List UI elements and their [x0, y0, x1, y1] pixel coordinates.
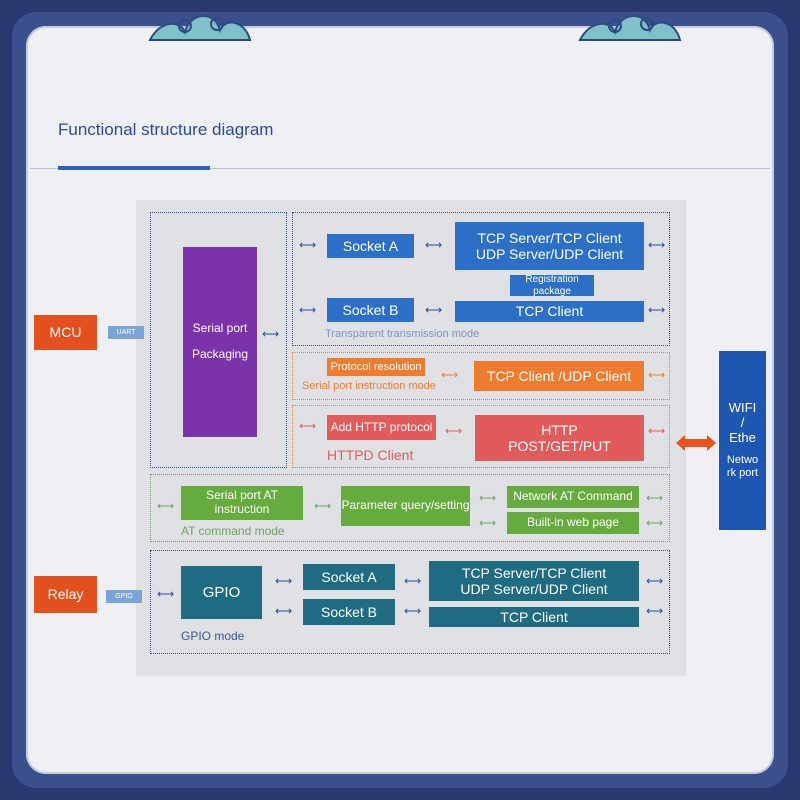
http-methods-box: HTTP POST/GET/PUT	[475, 415, 644, 461]
arrow-icon: ⟷	[299, 419, 317, 433]
arrow-icon: ⟷	[648, 303, 666, 317]
page-title: Functional structure diagram	[58, 120, 274, 139]
client-box: TCP Client /UDP Client	[474, 361, 644, 391]
arrow-icon: ⟷	[404, 574, 422, 588]
arrow-icon: ⟷	[646, 574, 664, 588]
gpio-tag: GPIO	[106, 590, 142, 603]
gpio-group	[150, 550, 670, 654]
registration-box: Registration package	[510, 274, 594, 297]
gpio-server-box: TCP Server/TCP Client UDP Server/UDP Cli…	[429, 561, 639, 601]
arrow-icon: ⟷	[648, 238, 666, 252]
gpio-server-line-1: TCP Server/TCP Client	[461, 564, 607, 581]
serial-line-2: Packaging	[191, 347, 249, 361]
serial-group	[150, 212, 287, 468]
uart-tag: UART	[108, 326, 144, 339]
arrow-icon: ⟷	[646, 516, 664, 530]
arrow-icon: ⟷	[299, 238, 317, 252]
arrow-icon: ⟷	[648, 368, 666, 382]
wifi-line-5: rk port	[726, 466, 759, 479]
gpio-socket-b-box: Socket B	[303, 599, 395, 625]
arrow-icon: ⟷	[275, 604, 293, 618]
arrow-icon: ⟷	[441, 368, 459, 382]
add-http-box: Add HTTP protocol	[327, 415, 436, 440]
mcu-box: MCU	[34, 315, 97, 350]
gpio-box: GPIO	[181, 566, 262, 619]
double-arrow-icon	[676, 434, 716, 452]
arrow-icon: ⟷	[425, 238, 443, 252]
wifi-line-1: WIFI	[728, 400, 757, 416]
tcp-client-box: TCP Client	[455, 301, 644, 322]
wifi-line-2: /	[740, 415, 745, 431]
arrow-icon: ⟷	[648, 424, 666, 438]
arrow-icon: ⟷	[404, 604, 422, 618]
wifi-line-4: Netwo	[726, 454, 759, 467]
arrow-icon: ⟷	[425, 303, 443, 317]
socket-a-box: Socket A	[327, 234, 414, 258]
serial-packaging-box: Serial port Packaging	[183, 247, 257, 437]
server-line-1: TCP Server/TCP Client	[477, 229, 622, 246]
wifi-ethernet-box: WIFI / Ethe Netwo rk port	[719, 351, 766, 530]
arrow-icon: ⟷	[299, 303, 317, 317]
param-box: Parameter query/setting	[341, 486, 470, 526]
arrow-icon: ⟷	[262, 327, 280, 341]
arrow-icon: ⟷	[157, 587, 175, 601]
title-divider	[30, 168, 770, 169]
relay-box: Relay	[34, 576, 97, 613]
serial-at-box: Serial port AT instruction	[181, 486, 303, 520]
serial-line-1: Serial port	[192, 321, 248, 336]
server-line-2: UDP Server/UDP Client	[475, 246, 624, 262]
http-line-1: HTTP	[541, 421, 578, 438]
arrow-icon: ⟷	[275, 574, 293, 588]
http-line-2: POST/GET/PUT	[508, 438, 611, 454]
arrow-icon: ⟷	[479, 491, 497, 505]
arrow-icon: ⟷	[479, 516, 497, 530]
transparent-group	[292, 212, 670, 346]
gpio-server-line-2: UDP Server/UDP Client	[460, 581, 608, 597]
gpio-socket-a-box: Socket A	[303, 564, 395, 590]
httpd-mode-label: HTTPD Client	[327, 447, 414, 463]
arrow-icon: ⟷	[314, 499, 332, 513]
instruction-mode-label: Serial port instruction mode	[302, 380, 436, 392]
arrow-icon: ⟷	[445, 424, 463, 438]
at-group	[150, 474, 670, 542]
protocol-box: Protocol resolution	[327, 358, 425, 376]
cloud-ornament-left-icon	[148, 15, 252, 41]
instruction-group	[292, 352, 670, 400]
web-page-box: Built-in web page	[507, 512, 639, 534]
title-accent-bar	[58, 166, 210, 170]
at-mode-label: AT command mode	[181, 524, 285, 538]
server-box: TCP Server/TCP Client UDP Server/UDP Cli…	[455, 222, 644, 270]
socket-b-box: Socket B	[327, 298, 414, 322]
gpio-tcp-client-box: TCP Client	[429, 607, 639, 627]
arrow-icon: ⟷	[646, 604, 664, 618]
arrow-icon: ⟷	[646, 491, 664, 505]
gpio-mode-label: GPIO mode	[181, 629, 245, 643]
transparent-mode-label: Transparent transmission mode	[325, 328, 480, 340]
cloud-ornament-right-icon	[578, 15, 682, 41]
wifi-line-3: Ethe	[729, 430, 756, 446]
arrow-icon: ⟷	[157, 499, 175, 513]
network-at-box: Network AT Command	[507, 486, 639, 508]
httpd-group	[292, 405, 670, 468]
